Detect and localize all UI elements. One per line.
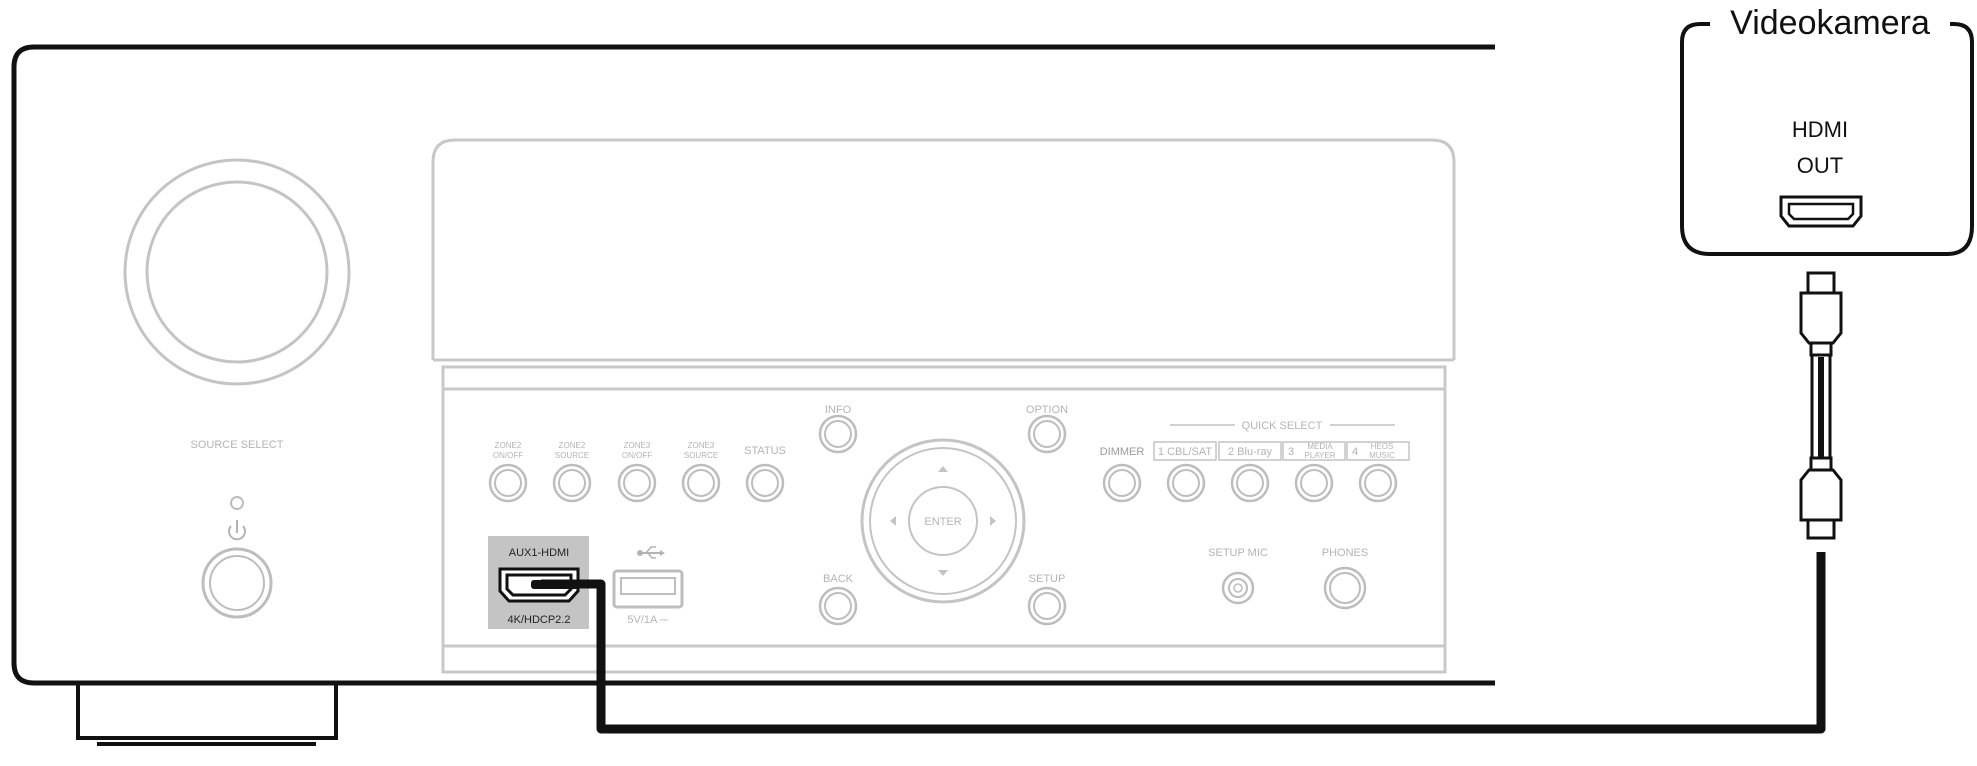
arrow-up-icon	[938, 466, 948, 472]
display-window	[431, 138, 1456, 360]
quick-select-4-label-2: MUSIC	[1369, 451, 1395, 460]
option-label: OPTION	[1026, 404, 1068, 416]
zone-buttons: ZONE2 ON/OFF ZONE2 SOURCE ZONE3 ON/OFF Z…	[488, 441, 786, 503]
quick-select-3-number: 3	[1288, 446, 1294, 458]
setup-button-inner	[1033, 592, 1061, 620]
zone2-source-button-inner	[558, 469, 586, 497]
source-select-label: SOURCE SELECT	[191, 439, 284, 451]
av-receiver: SOURCE SELECT ZONE2 ON/OFF ZONE2 SOURCE …	[11, 44, 1495, 746]
phones-label: PHONES	[1322, 547, 1368, 559]
info-button-inner	[824, 420, 852, 448]
camera-hdmi-out-port[interactable]	[1779, 195, 1863, 228]
hdmi-cable	[531, 271, 1843, 734]
quick-select-group: QUICK SELECT 1 CBL/SAT 2 Blu-ray 3 MEDIA…	[1153, 420, 1410, 503]
camera-title: Videokamera	[1730, 4, 1930, 42]
enter-label: ENTER	[924, 516, 961, 528]
back-button-inner	[824, 592, 852, 620]
zone3-source-button-inner	[687, 469, 715, 497]
zone2-onoff-label-2: ON/OFF	[493, 451, 523, 460]
arrow-right-icon	[990, 516, 996, 526]
setup-label: SETUP	[1029, 573, 1066, 585]
quick-select-3-label-2: PLAYER	[1305, 451, 1336, 460]
hdmi-out-label-2: OUT	[1797, 153, 1843, 178]
usb-icon	[637, 546, 665, 559]
quick-select-1-button-inner	[1172, 469, 1200, 497]
status-button-inner	[751, 469, 779, 497]
setup-mic-label: SETUP MIC	[1208, 547, 1268, 559]
info-label: INFO	[825, 404, 852, 416]
hdmi-plug-top	[1799, 271, 1843, 357]
dimmer-button-inner	[1108, 469, 1136, 497]
zone2-onoff-label-1: ZONE2	[495, 441, 522, 450]
quick-select-2-button-inner	[1236, 469, 1264, 497]
zone3-onoff-label-2: ON/OFF	[622, 451, 652, 460]
usb-port[interactable]	[612, 569, 684, 609]
camera-outline	[1680, 22, 1974, 256]
zone3-onoff-button-inner	[623, 469, 651, 497]
video-camera: Videokamera HDMI OUT	[1680, 4, 1974, 256]
cable-plug-in-aux	[531, 580, 581, 589]
zone2-source-label-1: ZONE2	[559, 441, 586, 450]
aux1-hdmi-label: AUX1-HDMI	[509, 547, 570, 559]
hdmi-plug-bottom	[1799, 456, 1843, 540]
standby-indicator	[230, 496, 244, 510]
power-icon	[228, 520, 246, 541]
zone3-onoff-label-1: ZONE3	[624, 441, 651, 450]
source-select-knob-inner	[145, 180, 329, 364]
zone3-source-label-2: SOURCE	[684, 451, 718, 460]
usb-port-area: 5V/1A ⎓	[612, 546, 684, 626]
quick-select-label: QUICK SELECT	[1242, 420, 1323, 432]
quick-select-2-label: 2 Blu-ray	[1228, 446, 1273, 458]
usb-rating-label: 5V/1A ⎓	[627, 614, 668, 626]
option-button-inner	[1033, 420, 1061, 448]
quick-select-4-label-1: HEOS	[1371, 442, 1394, 451]
hdcp-label: 4K/HDCP2.2	[508, 614, 571, 626]
zone2-onoff-button-inner	[494, 469, 522, 497]
power-button[interactable]	[201, 547, 273, 619]
quick-select-3-label-1: MEDIA	[1307, 442, 1333, 451]
dimmer-label: DIMMER	[1100, 446, 1145, 458]
cursor-pad[interactable]: ENTER	[860, 438, 1026, 604]
quick-select-1-label: 1 CBL/SAT	[1158, 446, 1212, 458]
receiver-outline	[11, 44, 1495, 686]
zone3-source-label-1: ZONE3	[688, 441, 715, 450]
arrow-left-icon	[890, 516, 896, 526]
status-label: STATUS	[744, 445, 786, 457]
quick-select-3-button-inner	[1300, 469, 1328, 497]
receiver-foot	[76, 685, 338, 740]
enter-button[interactable]	[908, 486, 978, 556]
quick-select-4-button-inner	[1364, 469, 1392, 497]
arrow-down-icon	[938, 570, 948, 576]
back-label: BACK	[823, 573, 854, 585]
zone2-source-label-2: SOURCE	[555, 451, 589, 460]
setup-mic-jack[interactable]	[1221, 571, 1255, 605]
hdmi-out-label-1: HDMI	[1792, 117, 1848, 142]
quick-select-4-number: 4	[1352, 446, 1358, 458]
